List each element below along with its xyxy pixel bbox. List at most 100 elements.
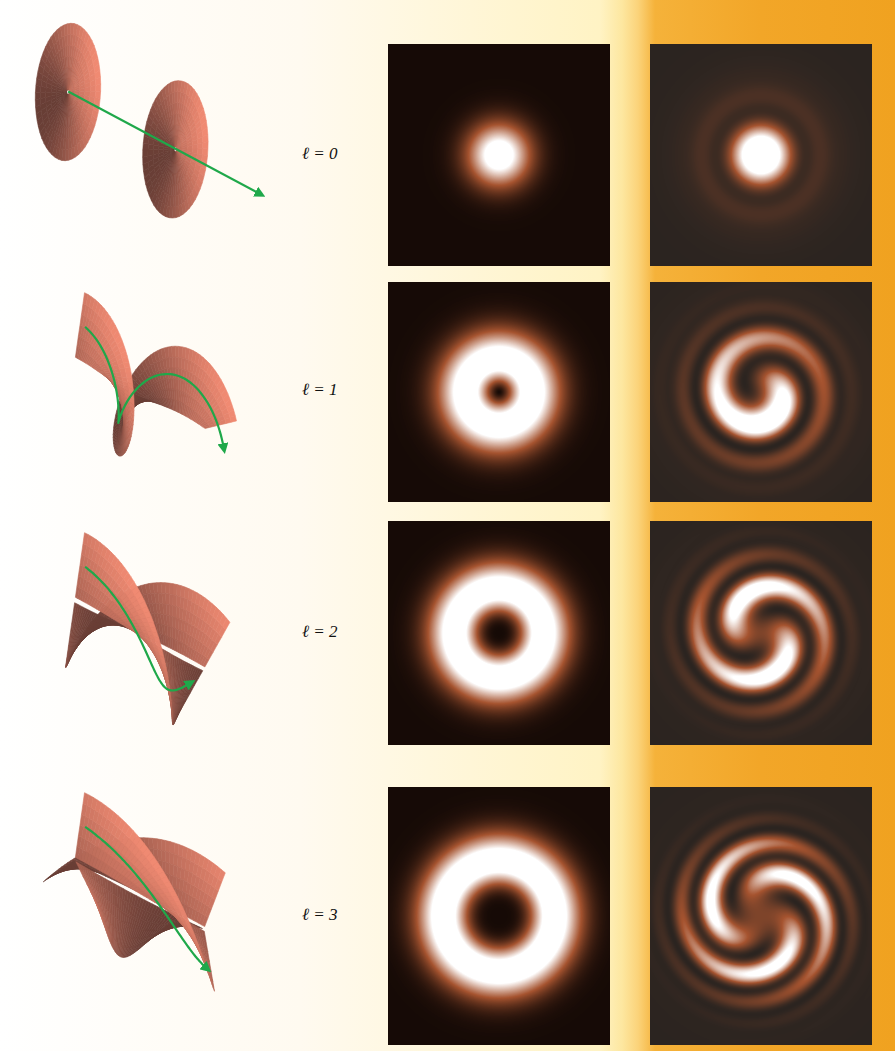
wavefront-facet [51,92,56,96]
wavefront-facet [180,92,184,104]
wavefront-facet [169,151,174,158]
wavefront-facet [169,150,174,153]
wavefront-facet [69,86,74,91]
wavefront-facet [172,92,175,104]
wavefront-facet [127,378,133,384]
wavefront-facet [172,357,175,368]
wavefront-facet [124,362,131,368]
wavefront-facet [174,714,177,724]
wavefront-facet [167,615,170,627]
wavefront-facet [230,415,237,422]
wavefront-facet [173,595,177,607]
wavefront-facet [73,603,77,615]
wavefront-facet [67,646,69,657]
wavefront-facet [68,138,71,150]
wavefront-facet [120,434,122,445]
wavefront-facet [75,89,80,92]
helical-wavefront [35,23,261,218]
wavefront-facet [72,35,76,47]
wavefront-facet [41,93,46,99]
wavefront-facet [187,145,192,149]
wavefront-facet [122,434,123,445]
wavefront-facet [175,357,178,368]
wavefront-facet [85,87,90,92]
wavefront-facet [171,81,175,93]
wavefront-facet [194,413,200,422]
wavefront-facet [69,148,73,160]
wavefront-facet [67,79,68,90]
wavefront-facet [198,143,203,149]
wavefront-facet [66,657,68,668]
wavefront-facet [68,78,69,89]
wavefront-facet [169,150,174,155]
wavefront-facet [69,636,72,647]
wavefront-facet [172,346,176,357]
wavefront-facet [223,618,230,630]
wavefront-facet [70,105,72,116]
wavefront-facet [170,627,173,639]
wavefront-facet [69,88,74,92]
wavefront-facet [179,103,182,115]
wavefront-facet [62,93,67,97]
wavefront-facet [148,150,153,156]
wavefront-facet [69,83,74,91]
wavefront-facet [69,105,71,116]
wavefront-facet [68,95,69,106]
wavefront-facet [66,657,69,668]
wavefront-facet [158,150,163,154]
wavefront-facet [169,594,173,606]
wavefront-facet [176,140,181,148]
wavefront-facet [175,136,177,147]
wavefront-facet [176,206,180,218]
wavefront-facet [178,114,181,125]
wavefront-facet [177,145,182,149]
wavefront-facet [169,151,174,157]
wavefront-facet [68,647,71,658]
wavefront-facet [62,92,67,95]
wavefront-facet [172,126,174,137]
wavefront-facet [164,150,169,153]
poynting-arrow [85,327,224,450]
wavefront-facet [71,46,74,58]
wavefront-facet [65,68,67,79]
wavefront-facet [86,356,92,365]
wavefront-facet [62,94,67,102]
wavefront-facet [119,434,122,445]
wavefront-facet [64,24,68,36]
wavefront-facet [68,78,70,89]
wavefront-facet [121,445,123,456]
wavefront-facet [69,89,74,92]
wavefront-facet [68,95,70,106]
wavefront-facet [120,434,122,445]
wavefront-facet [173,125,175,136]
wavefront-facet [203,142,208,149]
wavefront-facet [176,152,178,163]
wavefront-facet [169,583,173,595]
wavefront-facet [67,656,70,666]
wavefront-facet [170,616,173,628]
wavefront-facet [62,93,67,98]
wavefront-facet [62,93,67,99]
helical-wavefront [66,533,230,725]
wavefront-facet [69,635,72,646]
wavefront-facet [176,136,177,147]
wavefront-facet [153,150,158,155]
wavefront-facet [165,583,169,594]
wavefront-facet [90,85,95,91]
wavefront-facet [65,35,68,47]
wavefront-illustrations [35,23,261,991]
wavefront-facet [177,142,182,148]
wavefront-facet [69,85,74,91]
wavefront-facet [173,639,176,651]
wavefront-facet [192,144,197,149]
poynting-arrow [68,92,261,195]
wavefront-facet [181,81,185,93]
wavefront-facet [177,146,182,149]
wavefront-facet [169,150,174,154]
wavefront-facet [64,69,66,80]
wavefront-facet [177,144,182,149]
wavefront-facet [170,605,173,617]
wavefront-facet [70,624,73,635]
wavefront-facet [66,657,68,668]
